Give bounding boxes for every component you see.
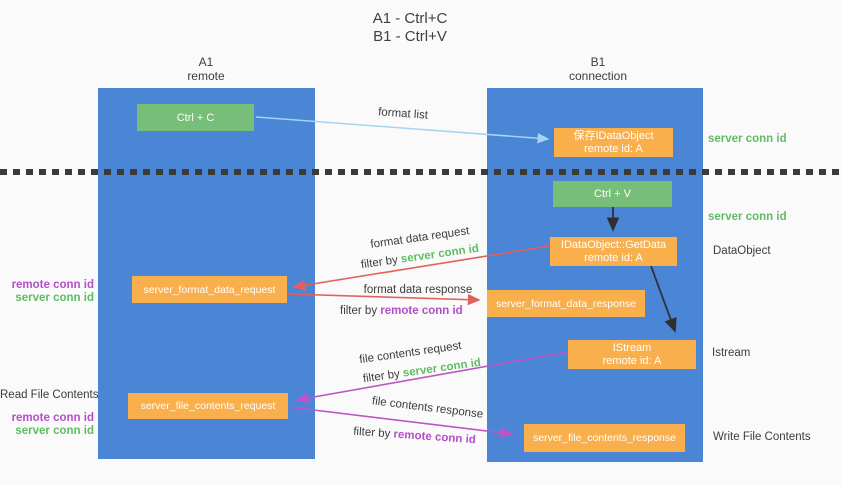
header-b1-role: connection [568, 69, 628, 83]
filter-by-text: filter by [340, 305, 378, 317]
box-format-response: server_format_data_response [487, 290, 645, 317]
box-save-idataobject-line2: remote id: A [584, 142, 643, 155]
remote-conn-id-text: remote conn id [380, 305, 463, 317]
remote-conn-id-text: remote conn id [393, 428, 477, 447]
column-header-b1: B1 connection [538, 55, 658, 83]
label-format-list: format list [377, 106, 429, 122]
label-filter-by-remote-conn-2: filter by remote conn id [352, 426, 478, 448]
label-server-conn-right-2: server conn id [708, 211, 787, 223]
box-istream-line1: IStream [612, 341, 652, 354]
box-istream: IStream remote id: A [568, 340, 696, 369]
label-remote-conn-left-1: remote conn id [11, 279, 94, 291]
box-ctrl-c: Ctrl + C [137, 104, 254, 131]
server-conn-id-text: server conn id [400, 242, 480, 266]
label-file-contents-response: file contents response [371, 395, 484, 421]
diagram-title: A1 - Ctrl+C B1 - Ctrl+V [330, 10, 490, 46]
box-getdata-line1: IDataObject::GetData [560, 238, 667, 251]
filter-by-text: filter by [352, 425, 391, 441]
label-istream: Istream [712, 347, 751, 359]
filter-by-text: filter by [360, 254, 399, 272]
label-dataobject: DataObject [713, 245, 771, 257]
box-getdata-line2: remote id: A [584, 251, 643, 264]
label-server-conn-right-1: server conn id [708, 133, 787, 145]
box-file-request: server_file_contents_request [128, 393, 288, 419]
label-remote-conn-left-2: remote conn id [11, 412, 94, 424]
label-server-conn-left-1: server conn id [15, 292, 94, 304]
box-ctrl-v: Ctrl + V [553, 181, 672, 207]
label-format-data-response: format data response [363, 284, 473, 296]
box-getdata: IDataObject::GetData remote id: A [550, 237, 677, 266]
box-format-request: server_format_data_request [132, 276, 287, 303]
title-line-2: B1 - Ctrl+V [373, 28, 447, 45]
box-save-idataobject: 保存IDataObject remote id: A [554, 128, 673, 157]
header-a1-role: remote [187, 69, 225, 83]
label-filter-by-remote-conn-1: filter by remote conn id [340, 305, 463, 318]
header-b1-name: B1 [590, 55, 606, 69]
column-header-a1: A1 remote [146, 55, 266, 83]
separator-dashed-line [0, 169, 842, 175]
title-line-1: A1 - Ctrl+C [372, 10, 448, 27]
label-write-file-contents: Write File Contents [713, 431, 811, 443]
box-save-idataobject-line1: 保存IDataObject [573, 129, 654, 142]
header-a1-name: A1 [198, 55, 214, 69]
label-read-file-contents: Read File Contents [0, 389, 99, 401]
box-file-response: server_file_contents_response [524, 424, 685, 452]
filter-by-text: filter by [362, 368, 401, 386]
server-conn-id-text: server conn id [402, 356, 482, 380]
box-istream-line2: remote id: A [602, 354, 662, 367]
label-server-conn-left-2: server conn id [15, 425, 94, 437]
